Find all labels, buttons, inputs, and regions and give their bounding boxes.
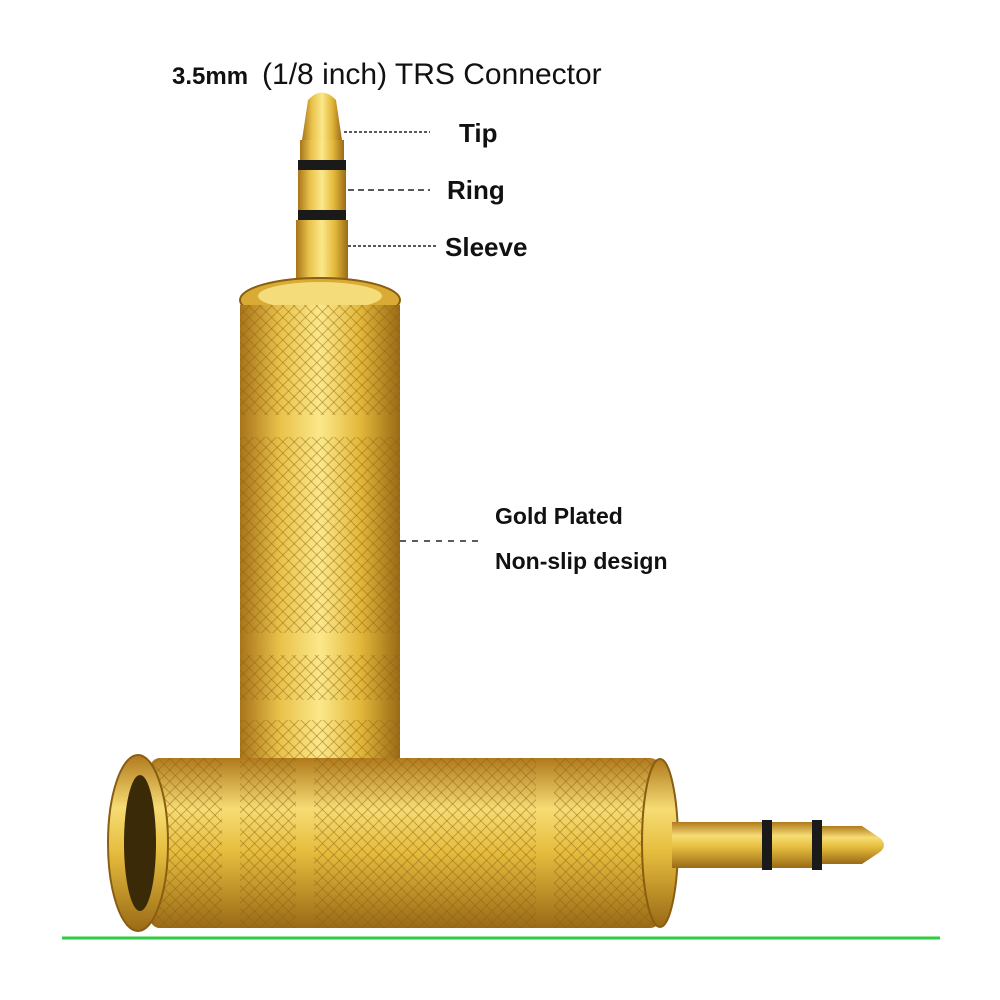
vertical-adapter [239,92,401,765]
title-size: 3.5mm [172,63,249,90]
non-slip-label: Non-slip design [495,548,668,574]
tip-label: Tip [459,118,498,148]
ring-label: Ring [447,175,505,205]
horizontal-adapter [107,754,884,932]
sleeve-label: Sleeve [445,232,528,262]
title-description: (1/8 inch) TRS Connector [262,58,602,91]
page-title: 3.5mm (1/8 inch) TRS Connector [172,58,602,92]
gold-plated-label: Gold Plated [495,503,623,529]
